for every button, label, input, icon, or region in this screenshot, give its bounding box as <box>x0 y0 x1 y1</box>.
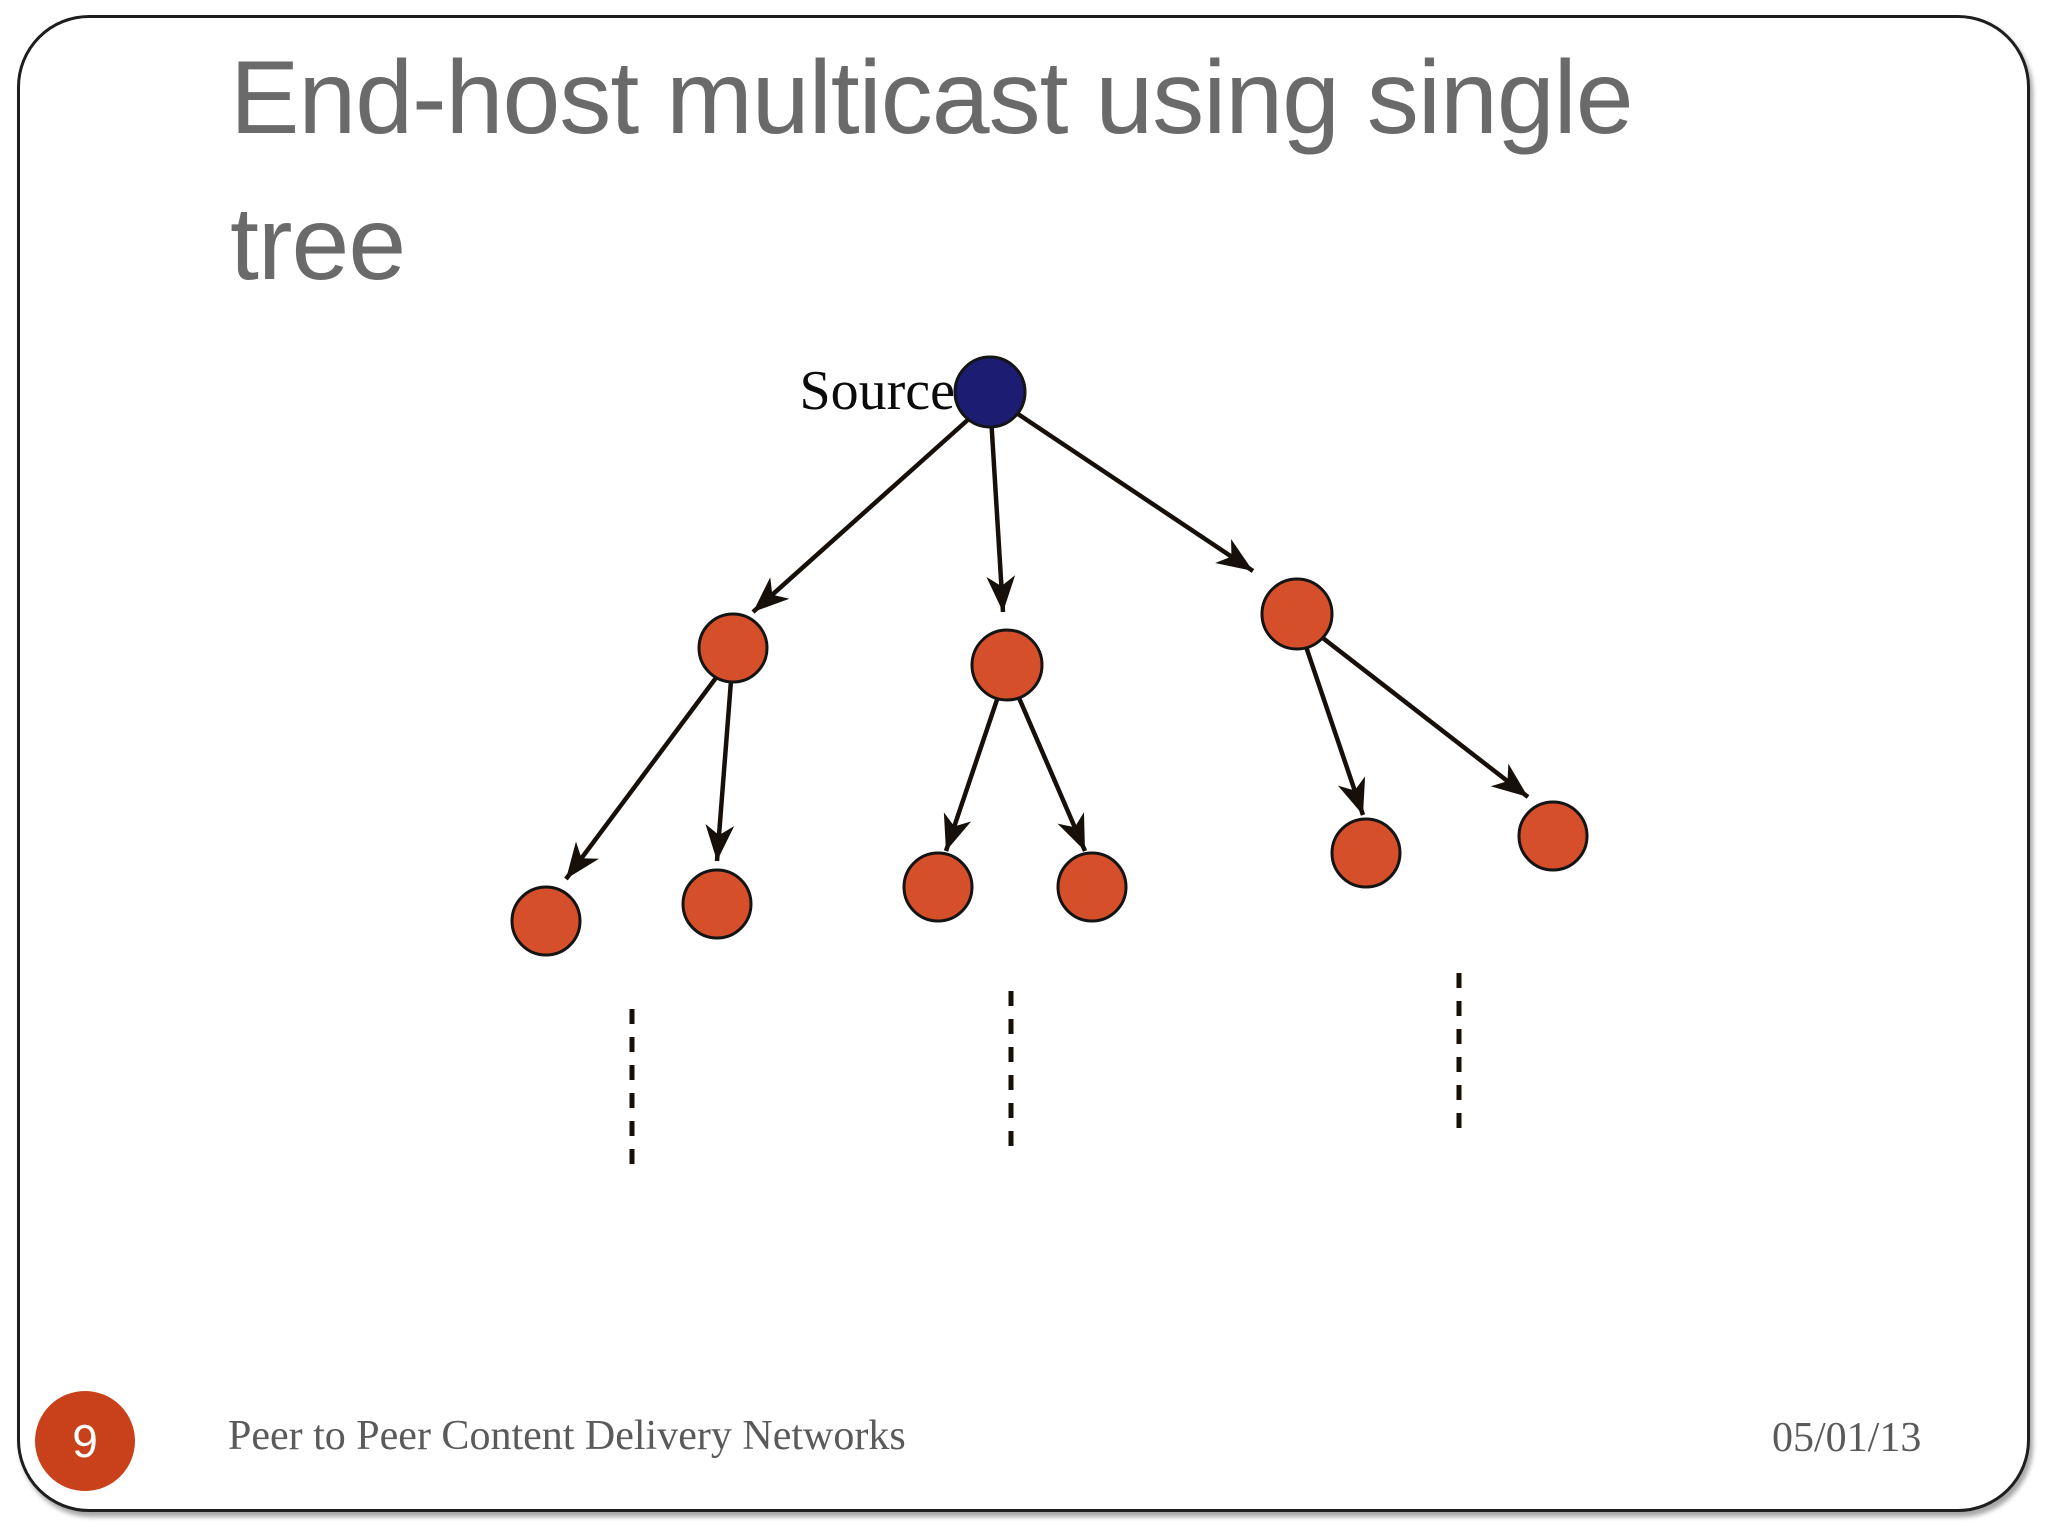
footer-date: 05/01/13 <box>1772 1415 1922 1461</box>
peer-node-leaf-mr <box>1056 851 1128 923</box>
tree-dashes <box>629 973 1462 1172</box>
tree-edges <box>564 398 1530 881</box>
peer-node-peer-mid <box>970 628 1044 702</box>
page-number: 9 <box>72 1415 98 1467</box>
edge-peer-right-leaf-rr <box>1295 616 1530 799</box>
peer-node-peer-right <box>1260 577 1334 651</box>
source-label: Source <box>799 360 955 422</box>
page-number-badge: 9 <box>35 1391 135 1491</box>
edge-peer-mid-leaf-ml <box>943 669 1010 852</box>
edge-source-peer-left <box>751 398 992 614</box>
edge-source-peer-mid <box>986 399 1016 613</box>
edge-peer-mid-leaf-mr <box>1004 669 1088 852</box>
peer-node-leaf-rr <box>1517 800 1589 872</box>
source-node <box>953 355 1027 429</box>
tree-nodes <box>510 355 1589 957</box>
peer-node-peer-left <box>697 612 769 684</box>
footer-title: Peer to Peer Content Delivery Networks <box>228 1413 906 1459</box>
peer-node-leaf-rl <box>1330 817 1402 889</box>
peer-node-leaf-ml <box>902 851 974 923</box>
edge-source-peer-right <box>998 400 1255 573</box>
edge-peer-left-leaf-lr <box>705 654 736 862</box>
peer-node-leaf-lr <box>681 868 753 940</box>
slide-title: End-host multicast using single tree <box>230 40 1634 302</box>
edge-peer-right-leaf-rl <box>1294 619 1366 816</box>
slide-border <box>17 15 2030 1512</box>
peer-node-leaf-ll <box>510 885 582 957</box>
edge-peer-left-leaf-ll <box>564 653 735 881</box>
